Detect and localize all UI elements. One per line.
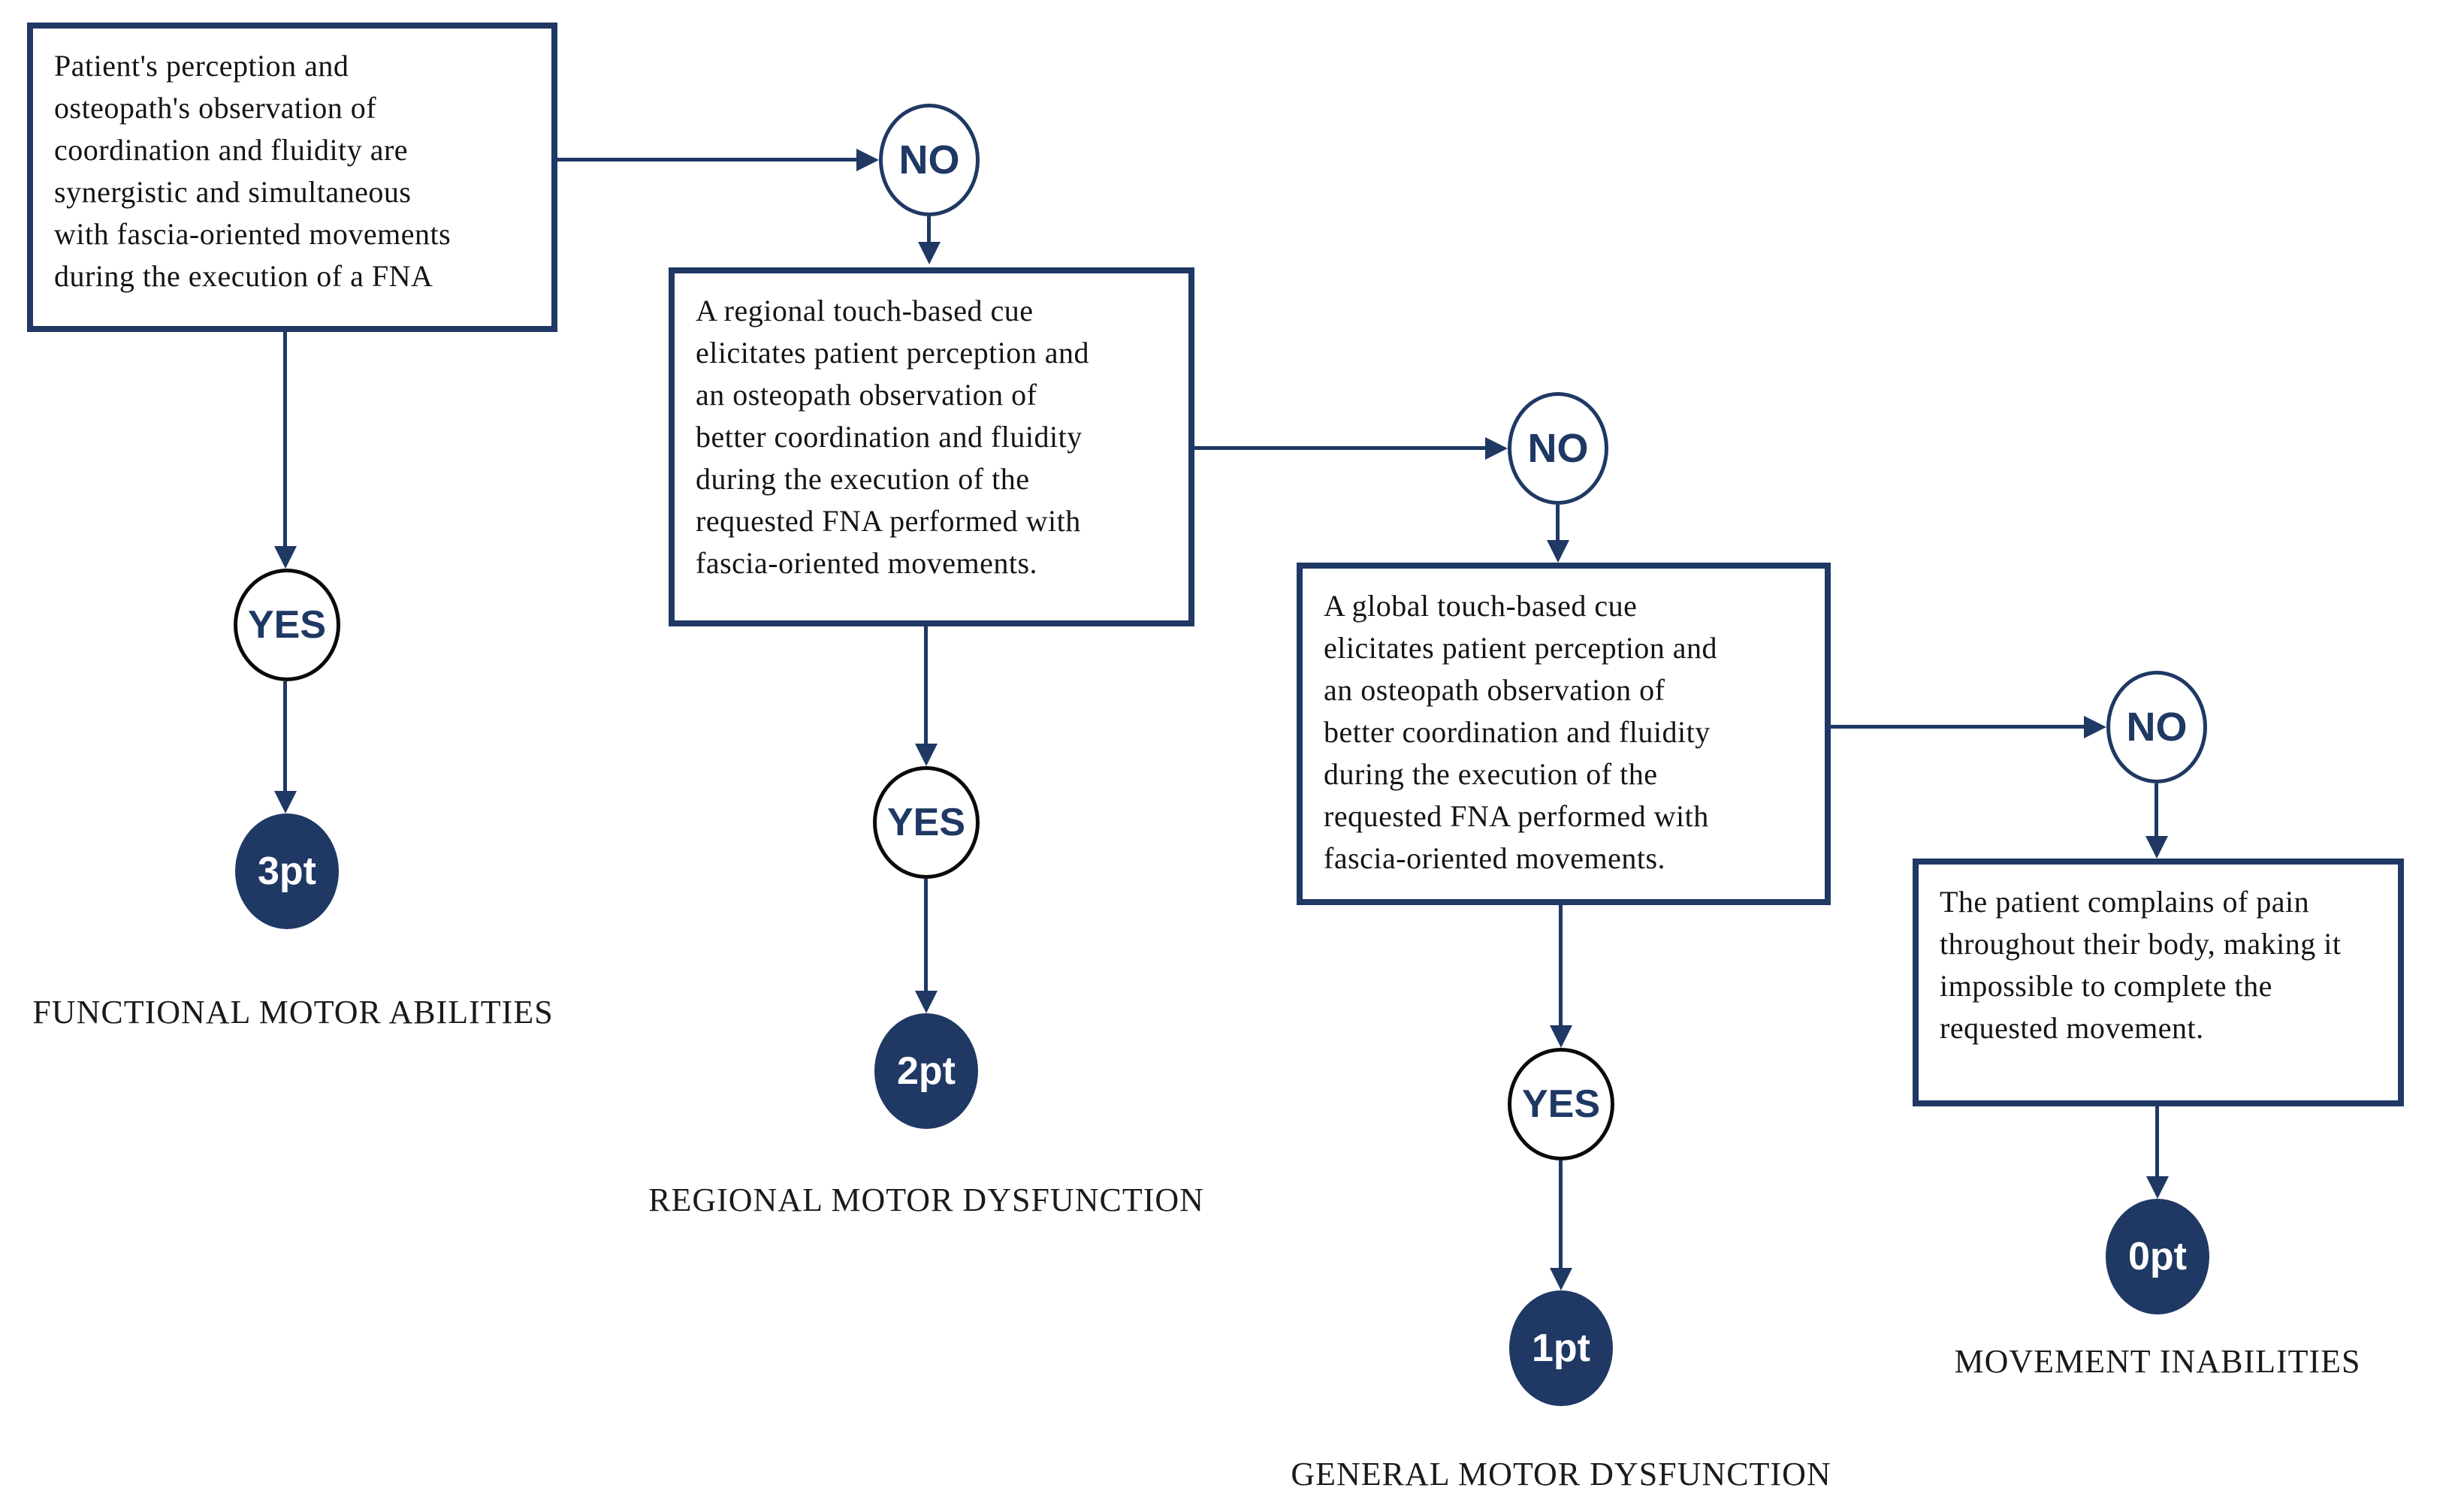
score-0pt-circle: 0pt xyxy=(2106,1199,2209,1314)
arrow-box3-to-no3 xyxy=(1831,725,2084,729)
arrowhead-no2-to-box3 xyxy=(1547,540,1569,563)
box-pain-complaint: The patient complains of pain throughout… xyxy=(1913,859,2404,1106)
arrow-no3-to-box4 xyxy=(2155,783,2158,836)
score-3pt-circle: 3pt xyxy=(235,813,339,929)
box-global-touch-cue-text: A global touch-based cue elicitates pati… xyxy=(1324,589,1718,875)
yes-circle-2: YES xyxy=(873,766,980,879)
yes-circle-1: YES xyxy=(234,569,340,681)
arrow-yes3-to-1pt xyxy=(1559,1160,1563,1268)
box-pain-complaint-text: The patient complains of pain throughout… xyxy=(1940,885,2342,1045)
arrow-yes1-to-3pt xyxy=(283,681,287,791)
box-global-touch-cue: A global touch-based cue elicitates pati… xyxy=(1297,563,1831,905)
arrow-no1-to-box2 xyxy=(927,216,931,242)
arrowhead-yes3-to-1pt xyxy=(1550,1268,1572,1290)
arrowhead-no3-to-box4 xyxy=(2145,836,2168,859)
arrow-no2-to-box3 xyxy=(1556,505,1560,540)
score-2pt-circle: 2pt xyxy=(874,1013,978,1129)
box-patient-perception-synergy-text: Patient's perception and osteopath's obs… xyxy=(54,49,451,293)
category-general-motor-dysfunction: GENERAL MOTOR DYSFUNCTION xyxy=(1291,1456,1831,1492)
score-1pt-circle: 1pt xyxy=(1509,1290,1613,1406)
category-regional-motor-dysfunction: REGIONAL MOTOR DYSFUNCTION xyxy=(648,1182,1204,1218)
arrowhead-yes2-to-2pt xyxy=(915,991,938,1013)
box-patient-perception-synergy: Patient's perception and osteopath's obs… xyxy=(27,23,557,332)
arrow-box4-to-0pt xyxy=(2155,1106,2159,1176)
arrowhead-box1-to-no1 xyxy=(856,149,879,171)
arrow-yes2-to-2pt xyxy=(924,879,928,991)
arrow-box3-to-yes3 xyxy=(1559,905,1563,1025)
box-regional-touch-cue: A regional touch-based cue elicitates pa… xyxy=(669,267,1194,626)
arrowhead-box1-to-yes1 xyxy=(274,546,297,569)
arrowhead-no1-to-box2 xyxy=(918,242,941,264)
arrowhead-box4-to-0pt xyxy=(2146,1176,2169,1199)
yes-circle-3: YES xyxy=(1508,1048,1614,1160)
arrow-box1-to-yes1 xyxy=(283,332,287,546)
category-movement-inabilities: MOVEMENT INABILITIES xyxy=(1954,1343,2361,1380)
arrowhead-box3-to-yes3 xyxy=(1550,1025,1572,1048)
arrowhead-box2-to-no2 xyxy=(1485,437,1508,460)
no-circle-2: NO xyxy=(1508,392,1608,505)
arrow-box2-to-yes2 xyxy=(924,626,928,744)
arrowhead-box2-to-yes2 xyxy=(915,744,938,766)
box-regional-touch-cue-text: A regional touch-based cue elicitates pa… xyxy=(696,294,1090,580)
no-circle-3: NO xyxy=(2106,671,2207,783)
arrow-box1-to-no1 xyxy=(557,158,856,161)
no-circle-1: NO xyxy=(879,104,980,216)
arrowhead-yes1-to-3pt xyxy=(274,791,297,813)
category-functional-motor-abilities: FUNCTIONAL MOTOR ABILITIES xyxy=(32,994,554,1031)
arrowhead-box3-to-no3 xyxy=(2084,716,2106,738)
arrow-box2-to-no2 xyxy=(1194,446,1485,450)
